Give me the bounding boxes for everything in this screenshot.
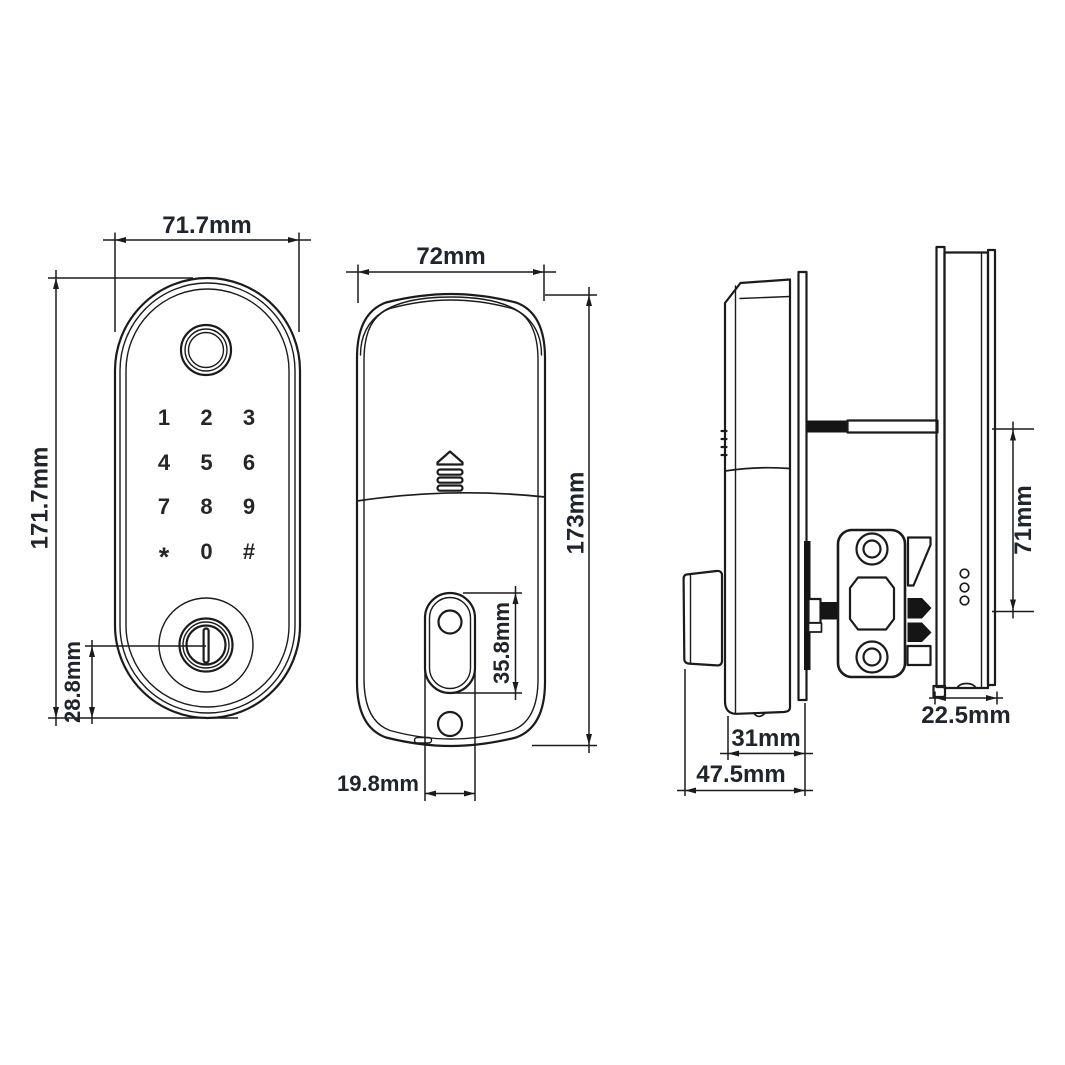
side-view: 71mm 22.5mm 31mm 47.5mm (677, 245, 1037, 796)
interior-body-depth-dimension: 31mm (720, 703, 813, 796)
interior-body-depth-label: 31mm (731, 725, 800, 752)
spindle-cutout (423, 591, 477, 695)
keypad-key-6: 6 (243, 450, 255, 475)
spindle-shaft (807, 597, 838, 633)
mounting-plate (836, 528, 907, 679)
screw-hole (436, 710, 464, 738)
keypad-key-9: 9 (243, 494, 255, 519)
latch-mechanism (906, 536, 932, 667)
back-width-dimension-label: 72mm (416, 243, 485, 270)
keypad-key-hash: # (243, 539, 255, 564)
interior-unit-profile (682, 270, 811, 718)
front-width-dimension: 71.7mm (103, 212, 311, 332)
back-body-outline (355, 292, 547, 748)
keypad-key-7: 7 (158, 494, 170, 519)
keypad-key-3: 3 (243, 405, 255, 430)
keypad-key-2: 2 (200, 405, 212, 430)
back-height-dimension-label: 173mm (562, 472, 589, 555)
keypad-key-star: * (159, 542, 170, 572)
keypad-key-8: 8 (200, 494, 212, 519)
back-height-dimension: 173mm (532, 287, 597, 753)
keypad-key-4: 4 (158, 450, 171, 475)
battery-cover-slide-icon (436, 450, 464, 492)
indicator-dot (959, 595, 970, 606)
spindle-to-bolt-height-dimension: 71mm (992, 421, 1037, 619)
through-bolt (806, 419, 939, 434)
front-height-dimension-label: 171.7mm (26, 447, 53, 550)
keypad-key-1: 1 (158, 405, 170, 430)
gasket-strip (804, 541, 811, 670)
battery-cover-seam (356, 491, 546, 502)
spindle-to-bolt-height-label: 71mm (1010, 485, 1037, 554)
front-width-dimension-label: 71.7mm (162, 212, 251, 239)
back-width-dimension: 72mm (346, 243, 556, 303)
fingerprint-sensor-icon (179, 323, 233, 377)
indicator-dot (959, 568, 970, 579)
cutout-height-dimension: 35.8mm (452, 586, 522, 700)
interior-total-depth-label: 47.5mm (696, 761, 785, 788)
exterior-unit-profile (932, 245, 997, 699)
exterior-depth-dimension: 22.5mm (921, 691, 1011, 729)
keypad-key-5: 5 (200, 450, 212, 475)
interior-mounting-plate-edge (797, 270, 808, 702)
front-height-dimension: 171.7mm (26, 270, 238, 726)
cutout-width-dimension: 19.8mm (337, 646, 476, 801)
exterior-depth-label: 22.5mm (921, 702, 1010, 729)
keyhole (158, 597, 254, 693)
front-view: 1 2 3 4 5 6 7 8 9 * 0 # 71.7mm (26, 212, 311, 726)
interior-total-depth-dimension: 47.5mm (677, 669, 813, 796)
indicator-dot (959, 582, 970, 593)
front-keyhole-offset-label: 28.8mm (60, 641, 85, 723)
keypad-key-0: 0 (200, 539, 212, 564)
front-keypad: 1 2 3 4 5 6 7 8 9 * 0 # (158, 405, 255, 572)
back-view: 72mm 173mm 35.8mm 19.8mm (337, 243, 597, 801)
bottom-notch (413, 736, 433, 744)
cutout-height-dimension-label: 35.8mm (489, 602, 514, 684)
front-keyhole-offset-dimension: 28.8mm (60, 640, 206, 724)
thumbturn-knob (682, 569, 724, 667)
cutout-width-dimension-label: 19.8mm (337, 771, 419, 796)
